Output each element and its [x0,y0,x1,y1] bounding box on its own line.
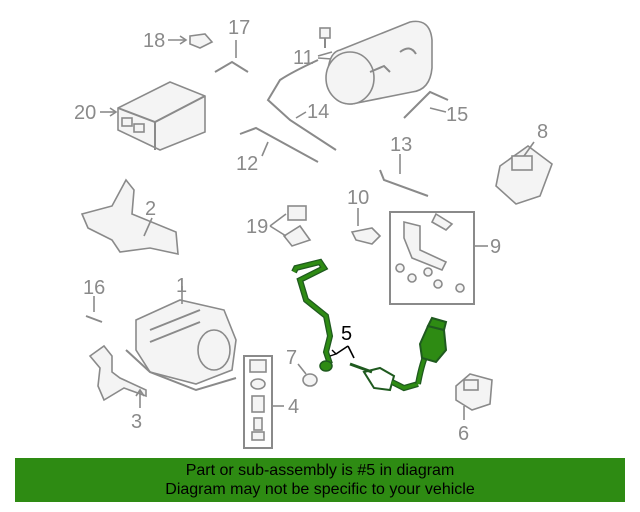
callout-15[interactable]: 15 [446,104,468,126]
part-16-rod[interactable] [85,296,103,323]
part-7-fitting[interactable] [297,363,318,387]
part-20-control-module[interactable] [100,81,206,151]
callout-17[interactable]: 17 [228,17,250,39]
part-3-bracket[interactable] [88,344,147,408]
callout-6[interactable]: 6 [458,423,469,445]
callout-14[interactable]: 14 [307,101,329,123]
part-6-valve-block[interactable] [455,373,493,420]
part-2-bracket[interactable] [80,178,179,256]
part-10-bracket[interactable] [350,208,382,245]
part-12-air-line[interactable] [239,126,319,163]
info-banner: Part or sub-assembly is #5 in diagram Di… [15,458,625,502]
callout-4[interactable]: 4 [288,396,299,418]
callout-2[interactable]: 2 [145,198,156,220]
part-8-relay[interactable] [495,141,553,205]
part-14-air-line[interactable] [266,59,337,151]
callout-18[interactable]: 18 [143,30,165,52]
callout-7[interactable]: 7 [286,347,297,369]
callout-8[interactable]: 8 [537,121,548,143]
banner-line-1: Part or sub-assembly is #5 in diagram [185,462,455,479]
callout-20[interactable]: 20 [74,102,96,124]
callout-13[interactable]: 13 [390,134,412,156]
callout-12[interactable]: 12 [236,153,258,175]
part-17-tube[interactable] [214,40,249,73]
part-19-clip[interactable] [269,205,312,247]
callout-11[interactable]: 11 [293,47,314,69]
callout-3[interactable]: 3 [131,411,142,433]
part-5-air-line-highlighted[interactable] [291,258,448,392]
part-18-clip[interactable] [168,33,214,49]
parts-diagram: 18 17 11 20 14 12 [74,17,553,449]
callout-9[interactable]: 9 [490,236,501,258]
part-9-kit[interactable] [389,211,488,305]
callout-19[interactable]: 19 [246,216,268,238]
callout-10[interactable]: 10 [347,187,369,209]
callout-1[interactable]: 1 [176,275,187,297]
callout-16[interactable]: 16 [83,277,105,299]
part-13-pipe[interactable] [379,154,429,197]
part-air-tank[interactable] [325,20,433,105]
part-1-compressor[interactable] [125,286,237,392]
callout-5[interactable]: 5 [341,323,352,345]
part-15-pipe[interactable] [403,90,449,119]
banner-line-2: Diagram may not be specific to your vehi… [165,481,475,498]
part-4-kit[interactable] [243,355,284,449]
